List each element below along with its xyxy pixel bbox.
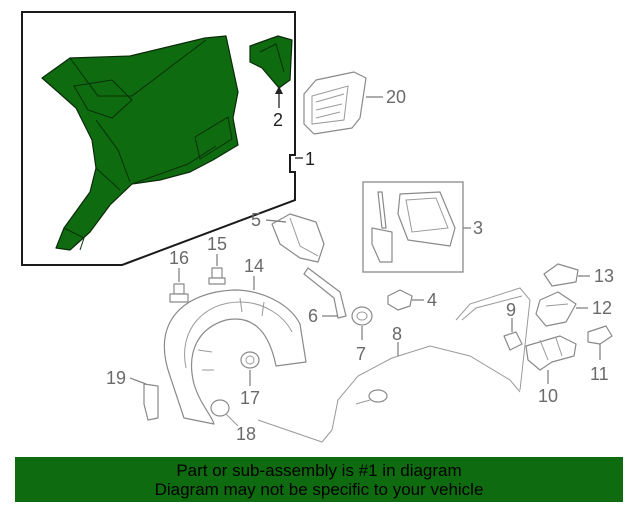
bracket-part-13[interactable] — [543, 263, 579, 287]
callout-13: 13 — [594, 266, 614, 286]
wheelhouse-liner-part-14[interactable] — [163, 289, 307, 425]
cap-part-11[interactable] — [587, 325, 613, 345]
fuel-door-part-3[interactable] — [371, 191, 456, 263]
banner-line-1: Part or sub-assembly is #1 in diagram — [176, 460, 462, 480]
callout-4: 4 — [427, 290, 437, 310]
clip-part-18[interactable] — [210, 399, 239, 427]
info-banner: Part or sub-assembly is #1 in diagram Di… — [15, 457, 623, 502]
callout-19: 19 — [106, 368, 126, 388]
callout-3: 3 — [473, 218, 483, 238]
leader-19 — [129, 377, 147, 385]
bracket-part-5[interactable] — [271, 213, 325, 263]
callout-5: 5 — [251, 210, 261, 230]
banner-line-2: Diagram may not be specific to your vehi… — [154, 479, 484, 499]
callout-1: 1 — [305, 149, 315, 169]
callout-10: 10 — [538, 386, 558, 406]
clip-part-9[interactable] — [503, 331, 523, 351]
callout-12: 12 — [592, 298, 612, 318]
release-cable-part-8[interactable] — [257, 287, 531, 443]
screw-part-16[interactable] — [169, 283, 189, 303]
bolt-part-15[interactable] — [208, 267, 226, 285]
leader-2-arrow — [275, 86, 283, 94]
drain-hose-part-6[interactable] — [303, 267, 347, 319]
callout-6: 6 — [308, 306, 318, 326]
actuator-part-12[interactable] — [535, 291, 577, 327]
leader-5 — [265, 219, 287, 223]
callout-15: 15 — [207, 234, 227, 254]
grommet-part-7[interactable] — [351, 306, 373, 326]
quarter-panel-part-1[interactable] — [41, 35, 239, 251]
callout-11: 11 — [590, 364, 609, 384]
bracket-part-2[interactable] — [249, 35, 293, 89]
nut-part-17[interactable] — [240, 351, 260, 369]
callout-16: 16 — [169, 248, 189, 268]
fuel-door-housing-part-20[interactable] — [303, 71, 367, 135]
callout-9: 9 — [506, 300, 516, 320]
callout-7: 7 — [356, 344, 366, 364]
callout-8: 8 — [392, 324, 402, 344]
callout-14: 14 — [244, 256, 264, 276]
callout-17: 17 — [240, 388, 260, 408]
clip-part-4[interactable] — [387, 289, 413, 311]
parts-diagram: 1 2 3 4 5 6 7 8 9 10 11 12 13 14 15 16 1… — [21, 11, 614, 444]
callout-18: 18 — [236, 424, 256, 444]
callout-2: 2 — [273, 110, 283, 130]
callout-20: 20 — [386, 87, 406, 107]
actuator-bracket-part-10[interactable] — [525, 335, 577, 371]
pad-part-19[interactable] — [143, 383, 159, 421]
